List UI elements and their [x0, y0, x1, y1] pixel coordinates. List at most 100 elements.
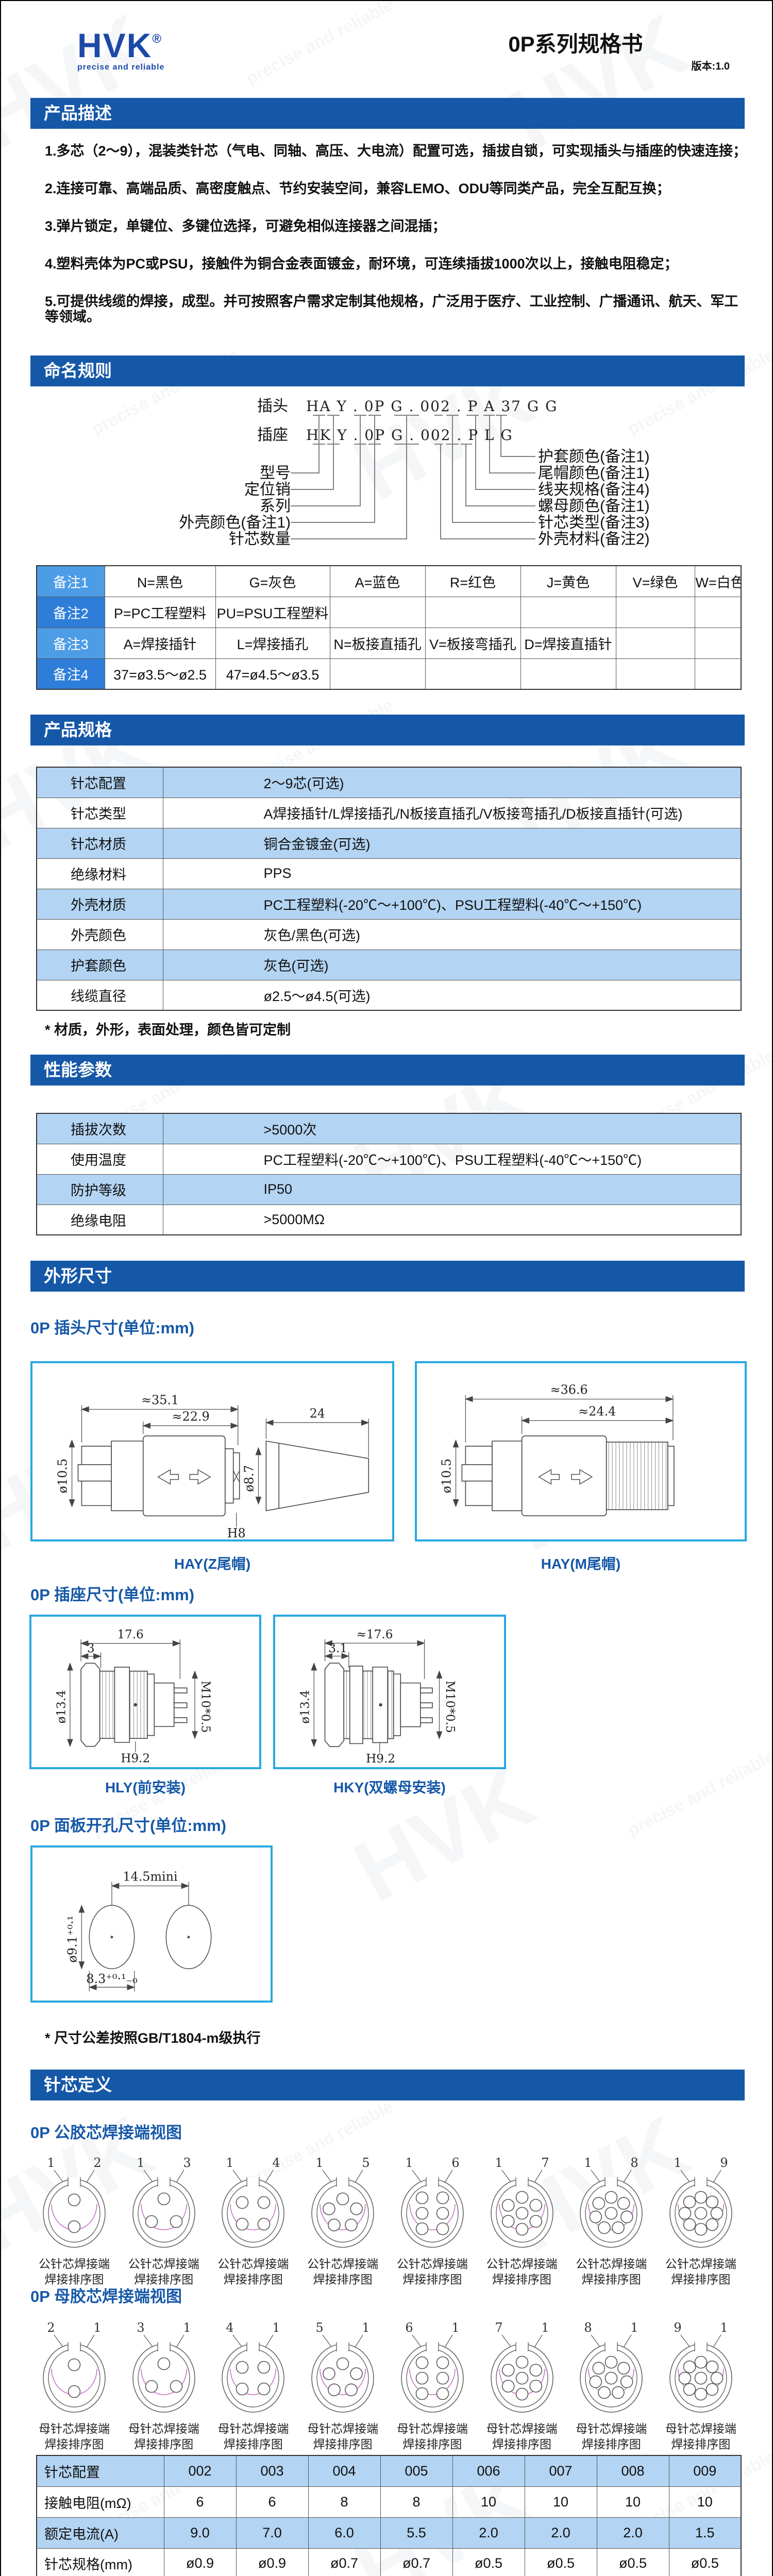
tolerance-footnote: * 尺寸公差按照GB/T1804-m级执行: [45, 2030, 261, 2046]
section-header-description: 产品描述: [30, 98, 745, 129]
pin-diagram-caption: 母针芯焊接端焊接排序图: [396, 2422, 468, 2451]
svg-text:7: 7: [541, 2156, 549, 2170]
pin-diagram-cell: 1 4 公针芯焊接端焊接排序图: [209, 2156, 297, 2287]
description-item: 2.连接可靠、高端品质、高密度触点、节约安装空间，兼容LEMO、ODU等同类产品…: [45, 181, 670, 196]
svg-text:≈24.4: ≈24.4: [578, 1404, 616, 1418]
svg-text:1: 1: [137, 2156, 144, 2170]
svg-text:1: 1: [584, 2156, 592, 2170]
svg-text:2: 2: [47, 2320, 55, 2335]
svg-text:2: 2: [93, 2156, 101, 2170]
svg-text:ø8.7: ø8.7: [242, 1465, 257, 1492]
naming-right-label: 螺母颜色(备注1): [538, 498, 650, 515]
svg-text:1: 1: [720, 2320, 728, 2335]
pin-diagram-caption: 母针芯焊接端焊接排序图: [486, 2422, 558, 2451]
kv-value: IP50: [162, 1174, 742, 1205]
logo-text: HVK®: [77, 26, 163, 64]
svg-text:8: 8: [631, 2156, 638, 2170]
kv-label: 绝缘电阻: [36, 1204, 163, 1235]
kv-label: 外壳材质: [36, 888, 163, 920]
version-label: 版本:1.0: [691, 61, 730, 72]
svg-text:1: 1: [405, 2156, 413, 2170]
svg-text:H9.2: H9.2: [366, 1752, 395, 1766]
socket-nut-drawing-box: ≈17.6 3.1 ø13.4 M10*0.5 H9.2: [273, 1615, 506, 1769]
pin-contact-diagram: 1 7: [478, 2156, 566, 2253]
pin-table-header: 003: [236, 2455, 309, 2487]
pin-table-value: 10: [452, 2486, 525, 2518]
pin-diagram-caption: 公针芯焊接端焊接排序图: [307, 2257, 379, 2286]
pin-table-value: 6.0: [308, 2517, 381, 2549]
naming-left-label: 定位销: [244, 481, 291, 498]
kv-value: 灰色/黑色(可选): [162, 919, 742, 950]
svg-text:17.6: 17.6: [117, 1628, 144, 1641]
pin-table-value: 8: [308, 2486, 381, 2518]
naming-plug-code: HA Y . 0P G . 002 . P A 37 G G: [306, 398, 558, 415]
svg-text:8: 8: [584, 2320, 592, 2335]
pin-diagram-cell: 1 9 公针芯焊接端焊接排序图: [657, 2156, 745, 2287]
naming-right-label: 线夹规格(备注4): [538, 481, 650, 498]
svg-text:1: 1: [226, 2156, 234, 2170]
watermark: precise and reliable: [243, 0, 397, 89]
note-cell: [329, 596, 426, 628]
note-cell: A=蓝色: [329, 565, 426, 597]
svg-text:≈36.6: ≈36.6: [550, 1383, 588, 1397]
panel-cutout-box: 14.5mini ø9.1⁺⁰·¹ 8.3⁺⁰·¹₋₀: [30, 1845, 273, 2003]
pin-table-value: 5.5: [380, 2517, 453, 2549]
naming-left-label: 系列: [260, 498, 291, 515]
svg-text:5: 5: [315, 2320, 323, 2335]
svg-text:3.1: 3.1: [328, 1642, 347, 1655]
svg-text:≈22.9: ≈22.9: [172, 1409, 210, 1423]
svg-text:1: 1: [674, 2156, 681, 2170]
pin-table-value: 1.5: [668, 2517, 742, 2549]
pin-diagram-caption: 母针芯焊接端焊接排序图: [217, 2422, 289, 2451]
svg-text:1: 1: [183, 2320, 191, 2335]
kv-value: 2～9芯(可选): [162, 767, 742, 798]
pin-table-value: ø0.5: [452, 2548, 525, 2576]
plug-z-drawing-box: ≈35.1 ≈22.9 24 ø10.5 ø8.7 H8: [30, 1361, 394, 1541]
socket-dims-subtitle: 0P 插座尺寸(单位:mm): [30, 1586, 195, 1604]
pin-diagram-cell: 7 1 母针芯焊接端焊接排序图: [478, 2320, 566, 2452]
pin-diagram-cell: 1 7 公针芯焊接端焊接排序图: [478, 2156, 566, 2287]
naming-socket-label: 插座: [257, 427, 288, 444]
kv-label: 绝缘材料: [36, 858, 163, 889]
pin-table-row-label: 额定电流(A): [36, 2517, 164, 2549]
svg-text:1: 1: [362, 2320, 369, 2335]
svg-text:1: 1: [541, 2320, 549, 2335]
pin-contact-diagram: 1 3: [120, 2156, 208, 2253]
pin-contact-diagram: 4 1: [209, 2320, 297, 2418]
svg-text:ø9.1⁺⁰·¹: ø9.1⁺⁰·¹: [65, 1916, 79, 1963]
registered-mark-icon: ®: [152, 32, 163, 46]
svg-text:4: 4: [226, 2320, 234, 2335]
note-cell: N=板接直插孔: [329, 627, 426, 659]
kv-value: ø2.5～ø4.5(可选): [162, 979, 742, 1011]
section-header-spec: 产品规格: [30, 715, 745, 745]
note-cell: [329, 658, 426, 690]
pin-table-header: 005: [380, 2455, 453, 2487]
naming-right-label: 护套颜色(备注1): [538, 448, 650, 465]
panel-cutout-drawing: 14.5mini ø9.1⁺⁰·¹ 8.3⁺⁰·¹₋₀: [65, 1870, 271, 2001]
socket-front-drawing-box: 17.6 3 ø13.4 M10*0.5 H9.2: [29, 1615, 261, 1769]
pin-table-header: 006: [452, 2455, 525, 2487]
pin-table-value: 9.0: [163, 2517, 237, 2549]
description-item: 5.可提供线缆的焊接，成型。并可按照客户需求定制其他规格，广泛用于医疗、工业控制…: [45, 294, 738, 325]
company-logo: HVK® precise and reliable: [77, 24, 164, 72]
male-pin-diagrams-row: 1 2 公针芯焊接端焊接排序图 1 3 公针芯焊接端焊接排序图 1 4 公针芯焊…: [30, 2156, 745, 2287]
kv-label: 使用温度: [36, 1143, 163, 1175]
pin-table-value: 2.0: [452, 2517, 525, 2549]
panel-cutout-subtitle: 0P 面板开孔尺寸(单位:mm): [30, 1817, 227, 1835]
pin-contact-diagram: 3 1: [120, 2320, 208, 2418]
note-cell: V=板接弯插孔: [425, 627, 521, 659]
svg-text:1: 1: [495, 2156, 502, 2170]
pin-table-value: 8: [380, 2486, 453, 2518]
note-cell: D=焊接直插针: [520, 627, 616, 659]
note-cell: 47=ø4.5～ø3.5: [215, 658, 330, 690]
pin-table-row-label: 接触电阻(mΩ): [36, 2486, 164, 2518]
svg-text:9: 9: [674, 2320, 681, 2335]
svg-text:7: 7: [495, 2320, 502, 2335]
plug-z-caption: HAY(Z尾帽): [174, 1556, 251, 1572]
note-cell: [694, 658, 742, 690]
pin-table-value: ø0.7: [308, 2548, 381, 2576]
kv-value: PPS: [162, 858, 742, 889]
pin-diagram-cell: 6 1 母针芯焊接端焊接排序图: [389, 2320, 476, 2452]
note-cell: W=白色: [694, 565, 742, 597]
pin-contact-diagram: 5 1: [299, 2320, 386, 2418]
